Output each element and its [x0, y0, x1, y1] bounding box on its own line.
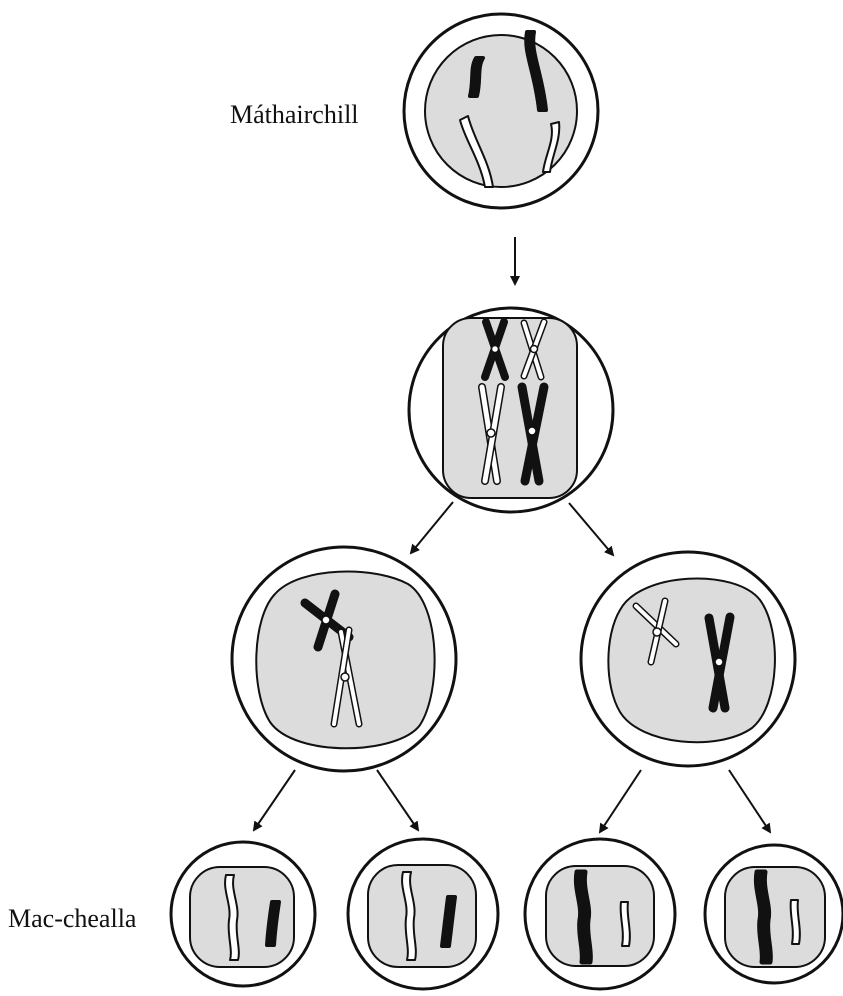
chromosome-light [789, 899, 801, 945]
mother-cell-nucleus [424, 34, 578, 188]
centromere [321, 615, 331, 625]
daughter-cell-nucleus [367, 864, 477, 968]
chromosome-dark [524, 30, 548, 112]
centromere [340, 672, 350, 682]
chromosome-light [459, 115, 494, 188]
meiosis-two-cell-left [230, 545, 458, 773]
arrow-down-right [728, 769, 772, 834]
centromere [490, 344, 500, 354]
centromere [529, 344, 539, 354]
chromosome-light [520, 318, 548, 381]
meiosis-one-nucleus [442, 317, 578, 499]
chromosome-dark [573, 869, 593, 965]
chromosome-dark [440, 895, 457, 948]
meiosis-two-cell-right [579, 550, 797, 768]
centromere [714, 657, 724, 667]
centromere [527, 426, 537, 436]
arrow-down-left [409, 501, 454, 555]
chromosome-dark [517, 382, 549, 486]
chromosome-light [478, 383, 505, 485]
chromosome-light [619, 901, 631, 947]
meiosis-two-nucleus-right [607, 577, 776, 744]
chromosome-light [401, 871, 417, 961]
arrow-down-right [568, 502, 615, 557]
mother-cell [402, 12, 600, 210]
chromosome-dark [753, 869, 773, 965]
daughter-cell [346, 837, 500, 991]
daughter-cell-nucleus [724, 866, 826, 968]
chromosome-dark [704, 612, 735, 713]
arrow-down-left [598, 769, 642, 834]
chromosome-light [542, 121, 561, 173]
daughter-cell-nucleus [545, 865, 655, 967]
arrow-down-left [252, 769, 296, 832]
daughter-cell [523, 837, 677, 991]
chromosome-light [632, 597, 680, 666]
daughter-cell [169, 840, 317, 988]
chromosome-dark [265, 900, 281, 947]
centromere [652, 627, 662, 637]
daughter-cell [703, 843, 843, 985]
arrow-down-right [376, 769, 420, 832]
chromosome-dark [468, 56, 485, 98]
chromosome-light [224, 874, 240, 961]
chromosome-dark [481, 318, 509, 381]
chromosome-light [330, 626, 363, 728]
daughter-cells-label: Mac-chealla [8, 904, 137, 933]
mother-cell-label: Máthairchill [230, 100, 359, 129]
meiosis-one-cell [407, 306, 615, 514]
centromere [486, 428, 496, 438]
